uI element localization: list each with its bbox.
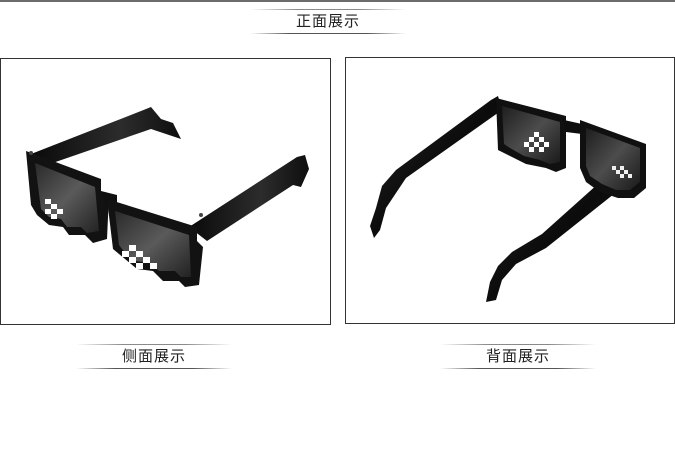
front-view-label: 正面展示 bbox=[295, 12, 360, 30]
back-view-label: 背面展示 bbox=[485, 347, 550, 365]
side-view-image bbox=[0, 58, 331, 325]
caption-rule-top bbox=[250, 9, 406, 10]
pixel-sunglasses-side-icon bbox=[26, 107, 309, 287]
back-view-image bbox=[345, 57, 675, 324]
side-view-caption: 侧面展示 bbox=[76, 344, 232, 369]
caption-rule-bottom bbox=[440, 368, 596, 369]
caption-rule-bottom bbox=[250, 33, 406, 34]
front-view-caption: 正面展示 bbox=[250, 9, 406, 34]
caption-rule-top bbox=[76, 344, 232, 345]
caption-rule-top bbox=[440, 344, 596, 345]
back-view-caption: 背面展示 bbox=[440, 344, 596, 369]
top-divider bbox=[0, 0, 675, 2]
caption-rule-bottom bbox=[76, 368, 232, 369]
side-view-label: 侧面展示 bbox=[121, 347, 186, 365]
pixel-sunglasses-back-icon bbox=[370, 96, 646, 302]
